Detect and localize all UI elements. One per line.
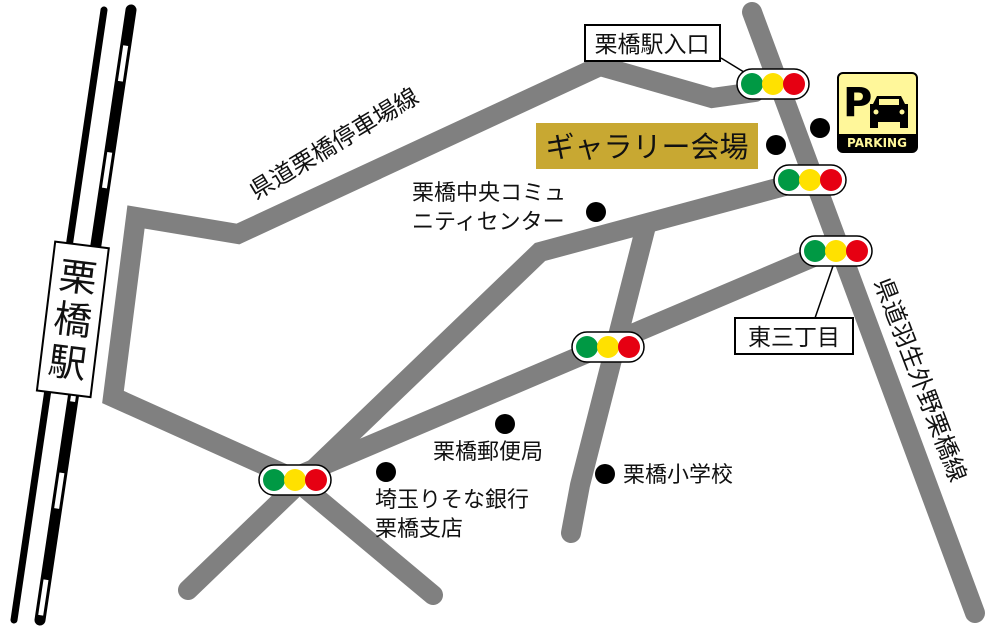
intersection-label-east3: 東三丁目 [734, 265, 854, 355]
roads [102, 2, 985, 623]
traffic-signal-station-entrance [736, 68, 810, 100]
svg-text:ニティセンター: ニティセンター [412, 210, 565, 235]
svg-text:東三丁目: 東三丁目 [748, 325, 840, 351]
landmark-bank: 埼玉りそな銀行 栗橋支店 [375, 462, 529, 542]
road-prefectural-parking-line [102, 55, 765, 488]
traffic-signal-east3 [799, 235, 873, 267]
svg-text:埼玉りそな銀行: 埼玉りそな銀行 [375, 488, 529, 513]
landmark-marker-icon [376, 462, 396, 482]
station-char-1: 栗 [56, 254, 99, 302]
landmark-marker-icon [586, 202, 606, 222]
parking-symbol: P [843, 80, 872, 126]
road-school-branch [561, 216, 656, 543]
gallery-venue-label: ギャラリー会場 [545, 130, 748, 164]
gallery-marker-icon [766, 135, 786, 155]
station-label: 栗 橋 駅 [35, 240, 110, 399]
parking-marker-icon [810, 118, 830, 138]
svg-text:栗橋中央コミュ: 栗橋中央コミュ [412, 181, 566, 206]
intersection-label-station-entrance: 栗橋駅入口 [584, 24, 753, 78]
traffic-signal-center [571, 331, 645, 363]
gallery-venue[interactable]: ギャラリー会場 [536, 123, 786, 169]
landmark-post-office: 栗橋郵便局 [433, 414, 543, 465]
traffic-signal-gallery [773, 164, 847, 196]
landmark-community-center: 栗橋中央コミュ ニティセンター [412, 181, 606, 235]
svg-text:栗橋駅入口: 栗橋駅入口 [595, 32, 710, 58]
landmark-marker-icon [495, 414, 515, 434]
station-char-3: 駅 [46, 339, 89, 387]
road-southeast [283, 468, 443, 605]
road-east3-diagonal [283, 240, 840, 488]
parking-label: PARKING [847, 136, 907, 150]
car-icon [870, 96, 908, 128]
svg-text:栗橋小学校: 栗橋小学校 [623, 463, 733, 488]
parking-sign[interactable]: PARKING P [810, 72, 918, 153]
svg-text:栗橋郵便局: 栗橋郵便局 [433, 440, 543, 465]
landmark-school: 栗橋小学校 [595, 463, 733, 488]
landmark-marker-icon [595, 464, 615, 484]
station-char-2: 橋 [51, 296, 94, 344]
svg-text:栗橋支店: 栗橋支店 [375, 517, 463, 542]
traffic-signal-southwest [258, 464, 332, 496]
road-prefectural-hanyu-line [742, 2, 985, 623]
